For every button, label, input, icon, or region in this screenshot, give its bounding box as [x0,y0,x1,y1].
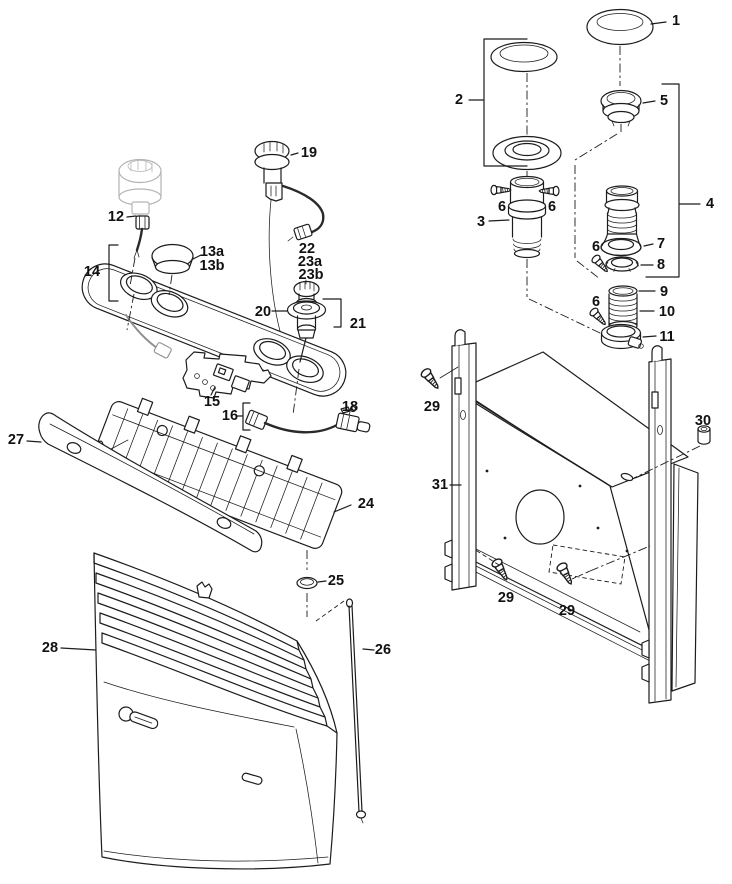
part-callout-28: 28 [41,640,59,656]
part-callout-29: 29 [497,590,515,606]
part-callout-6: 6 [591,239,601,255]
part-19-knob-with-cable [254,140,325,242]
part-callout-6: 6 [547,199,557,215]
part-callout-12: 12 [107,209,125,225]
part-callout-4: 4 [705,196,715,212]
frame-screw [93,439,129,459]
part-8-lock-ring [605,256,639,272]
part-31-right-wall [671,463,699,692]
part-callout-13a: 13a [199,244,225,260]
phantom-lines-exhaust [526,46,622,335]
part-31-left-rail [444,329,477,591]
part-2-cover-disc [490,41,558,73]
part-callout-19: 19 [300,145,318,161]
part-callout-18: 18 [341,399,359,415]
part-callout-13b: 13b [199,258,225,274]
part-30-plug [697,425,711,445]
part-2-cowl-ring [492,135,562,171]
part-callout-11: 11 [659,329,675,345]
part-27-top-trim [38,412,263,553]
part-callout-2: 2 [454,92,464,108]
part-31-back-housing [457,351,689,666]
part-callout-24: 24 [357,496,375,512]
part-callout-21: 21 [349,316,367,332]
panel-wire [125,314,172,359]
phantom-lines-panel [126,199,345,622]
part-1-cowl-cap [586,8,654,46]
part-callout-6: 6 [497,199,507,215]
part-20-control-knob-assembly [286,280,327,363]
part-callout-6: 6 [591,294,601,310]
part-callout-22: 22 [298,241,316,257]
part-callout-30: 30 [694,413,712,429]
part-26-rod [345,598,367,824]
part-callout-29: 29 [558,603,576,619]
part-callout-5: 5 [659,93,669,109]
part-29-screw [419,366,459,393]
part-callout-9: 9 [659,284,669,300]
part-callout-26: 26 [374,642,392,658]
part-callout-3: 3 [476,214,486,230]
part-callout-31: 31 [431,477,449,493]
part-28-front-cover [93,552,338,870]
part-callout-7: 7 [656,236,666,252]
part-25-grommet [296,576,318,590]
part-29-screw [473,548,512,584]
part-29-screw [555,545,651,588]
part-callout-14: 14 [83,264,101,280]
part-13-knob-cap [151,243,194,275]
part-callout-23a: 23a [297,254,323,270]
part-callout-8: 8 [656,257,666,273]
part-callout-16: 16 [221,408,239,424]
part-callout-27: 27 [7,432,25,448]
part-ghost-knob [118,158,162,219]
part-5-plug [600,89,642,127]
part-15-circuit-board [182,351,272,399]
part-callout-1: 1 [671,13,681,29]
part-11-clamp [600,323,644,350]
part-12-igniter-cable [133,215,150,259]
part-callout-25: 25 [327,573,345,589]
part-callout-10: 10 [658,304,676,320]
part-callout-29: 29 [423,399,441,415]
part-callout-15: 15 [203,394,221,410]
part-14-control-panel [81,263,347,397]
part-callout-23b: 23b [298,267,324,283]
part-31-right-rail [641,345,672,704]
part-callout-20: 20 [254,304,272,320]
part-16-cable-assembly [245,409,339,434]
part-7-duct-funnel [600,185,642,257]
leader-lines [26,21,701,651]
part-9-tube-rim [608,285,638,297]
